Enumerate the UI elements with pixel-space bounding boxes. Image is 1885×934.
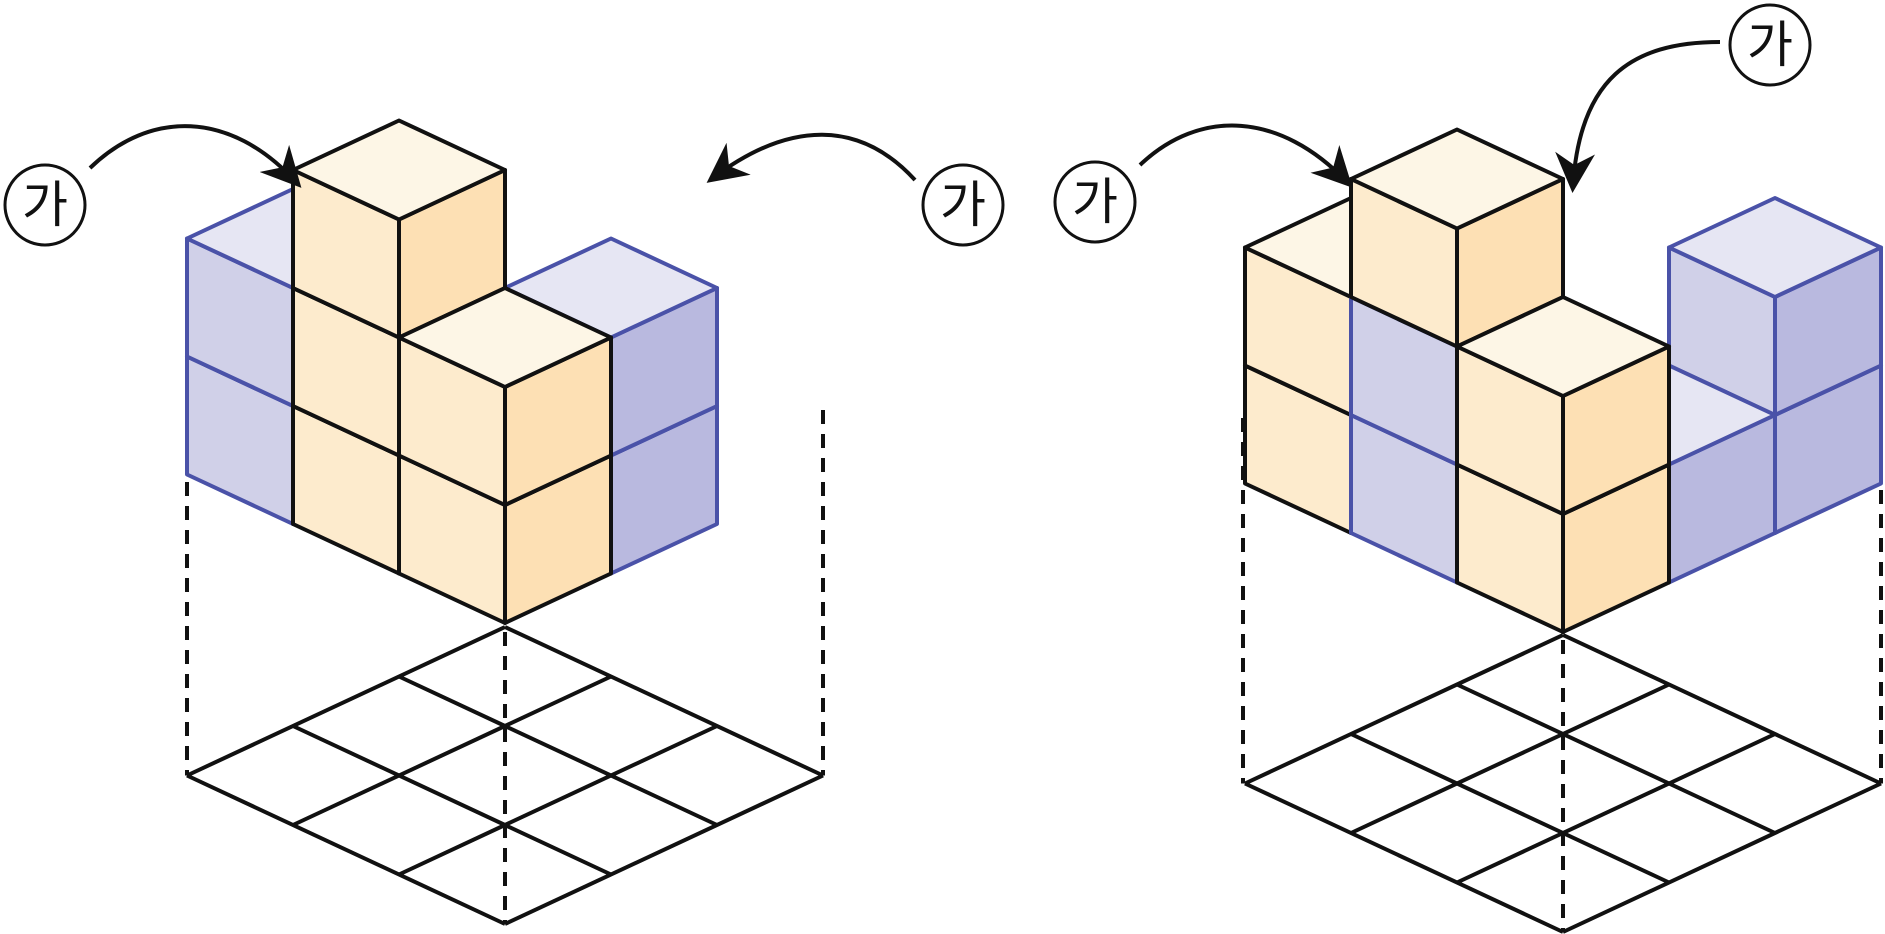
grid-line <box>504 625 824 778</box>
cube-face-top <box>291 118 507 222</box>
grid-line <box>504 773 824 926</box>
grid-line <box>1456 682 1776 835</box>
callout-circle <box>1053 160 1137 244</box>
grid-line <box>1350 732 1670 885</box>
svg-text:가: 가 <box>1072 173 1118 231</box>
callout-arrow <box>1555 40 1721 193</box>
svg-text:가: 가 <box>1747 16 1793 74</box>
grid-line <box>398 724 718 877</box>
left-callout-left: 가 <box>3 124 302 247</box>
right-callout-left: 가 <box>1053 123 1353 244</box>
left-callout-right: 가 <box>706 132 1005 247</box>
grid-line <box>1562 781 1882 934</box>
grid-line <box>186 773 506 926</box>
callout-circle <box>3 163 87 247</box>
cube-face-top <box>1667 196 1883 299</box>
grid-line <box>1456 732 1776 885</box>
grid-line <box>292 674 612 827</box>
grid-line <box>1244 633 1564 786</box>
callout-circle <box>921 163 1005 247</box>
callout-arrow <box>706 132 917 183</box>
grid-line <box>292 724 612 877</box>
callout-arrow <box>1138 123 1353 188</box>
cube-orange <box>291 118 507 340</box>
right-cube-structure <box>1241 127 1883 934</box>
left-cube-structure <box>185 118 825 926</box>
grid-line <box>1562 633 1882 786</box>
cube-orange <box>1455 295 1671 516</box>
svg-text:가: 가 <box>22 176 68 234</box>
grid-line <box>186 625 506 778</box>
grid-line <box>1350 682 1670 835</box>
callout-circle <box>1728 3 1812 87</box>
cube-face-top <box>397 286 613 389</box>
cube-orange <box>1349 127 1565 349</box>
cube-face-top <box>1455 295 1671 398</box>
svg-text:가: 가 <box>940 176 986 234</box>
right-callout-top: 가 <box>1555 3 1812 193</box>
cube-orange <box>397 286 613 507</box>
callout-arrow <box>88 124 302 188</box>
grid-line <box>1244 781 1564 934</box>
cube-face-top <box>1349 127 1565 231</box>
grid-line <box>398 674 718 827</box>
